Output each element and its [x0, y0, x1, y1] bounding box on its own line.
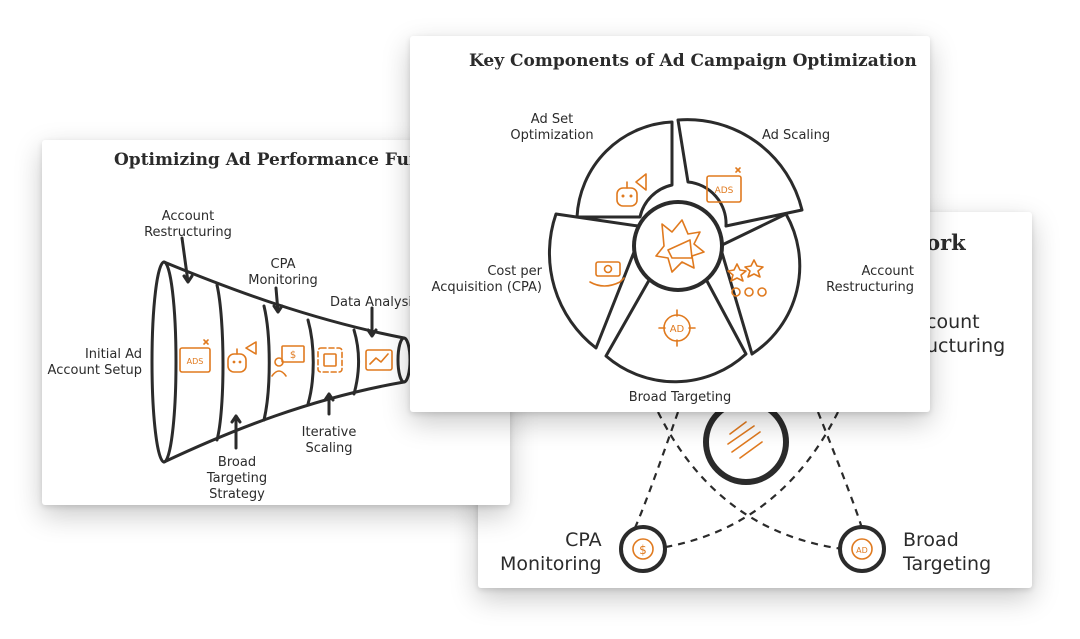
- account-restructuring-label: Account Restructuring: [826, 264, 914, 295]
- svg-text:ADS: ADS: [715, 186, 734, 196]
- data-analysis-label: Data Analysis: [330, 295, 419, 310]
- svg-text:AD: AD: [856, 546, 868, 555]
- ad-scaling-label: Ad Scaling: [762, 128, 831, 143]
- stage-divider: [262, 304, 271, 422]
- ads-icon: ADS: [706, 167, 742, 203]
- segment-account-restructuring: [718, 212, 802, 356]
- key-components-diagram: ADS AD: [548, 118, 804, 384]
- cost-per-acquisition-label: Cost per Acquisition (CPA): [431, 264, 542, 295]
- key-components-card: ADS AD Key Components of Ad Campaign Opt…: [410, 36, 930, 412]
- broad-targeting-strategy-label: Broad Targeting Strategy: [206, 455, 268, 502]
- iterative-scaling-label: Iterative Scaling: [301, 425, 357, 456]
- funnel-diagram: ADS $: [150, 236, 412, 464]
- dashed-curve: [632, 411, 680, 533]
- ad-set-optimization-label: Ad Set Optimization: [510, 112, 594, 143]
- funnel-end: [396, 336, 412, 384]
- ads-icon: ADS: [179, 339, 211, 373]
- dashed-curve: [652, 411, 839, 551]
- svg-text:$: $: [639, 543, 647, 557]
- stage-divider: [306, 318, 315, 406]
- trend-line-icon: [365, 349, 393, 371]
- dashed-curve: [816, 411, 865, 533]
- scan-frame-icon: [317, 347, 343, 373]
- stars-people-icon: [727, 259, 767, 297]
- funnel-bottom-edge: [162, 380, 406, 464]
- key-components-title: Key Components of Ad Campaign Optimizati…: [469, 51, 917, 71]
- money-cycle-icon: $: [632, 538, 654, 560]
- cpa-monitoring-label: CPA Monitoring: [248, 257, 318, 288]
- monitor-dollar-user-icon: $: [271, 345, 305, 377]
- cpa-monitoring-label: CPA Monitoring: [500, 529, 602, 575]
- stage-divider: [352, 328, 360, 396]
- ad-target-icon: AD: [658, 309, 696, 347]
- dashed-curve: [657, 411, 844, 551]
- broad-targeting-label: Broad Targeting: [628, 390, 732, 405]
- broad-targeting-label: Broad Targeting: [903, 529, 992, 575]
- svg-text:$: $: [290, 350, 296, 361]
- account-restructuring-label: count ucturing: [926, 311, 1006, 357]
- segment-ad-scaling: [676, 118, 804, 228]
- broad-node: [838, 525, 886, 573]
- account-restructuring-label: Account Restructuring: [144, 209, 232, 240]
- robot-megaphone-icon: [616, 173, 647, 207]
- megaphone-burst-icon: [655, 219, 705, 273]
- robot-megaphone-icon: [227, 341, 257, 373]
- initial-ad-account-setup-label: Initial Ad Account Setup: [47, 347, 142, 378]
- arrow-data-analysis: [366, 306, 378, 338]
- svg-text:ADS: ADS: [187, 357, 204, 366]
- svg-text:AD: AD: [670, 324, 685, 335]
- framework-diagram: $ AD: [619, 399, 886, 573]
- ad-target-icon: AD: [851, 538, 873, 560]
- segment-ad-set-optimization: [575, 120, 674, 219]
- funnel-title: Optimizing Ad Performance Fun: [114, 150, 422, 170]
- cash-hand-icon: [589, 261, 625, 287]
- stage-divider: [215, 283, 225, 442]
- stripes-icon: [727, 421, 763, 459]
- cpa-node: [619, 525, 667, 573]
- arrow-cpa-monitoring: [272, 286, 284, 314]
- segment-cost-per-acquisition: [548, 212, 640, 350]
- funnel-mouth: [150, 260, 178, 464]
- arrow-broad-targeting: [230, 414, 242, 450]
- arrow-account-restructuring: [180, 236, 194, 284]
- arrow-iterative-scaling: [323, 392, 335, 416]
